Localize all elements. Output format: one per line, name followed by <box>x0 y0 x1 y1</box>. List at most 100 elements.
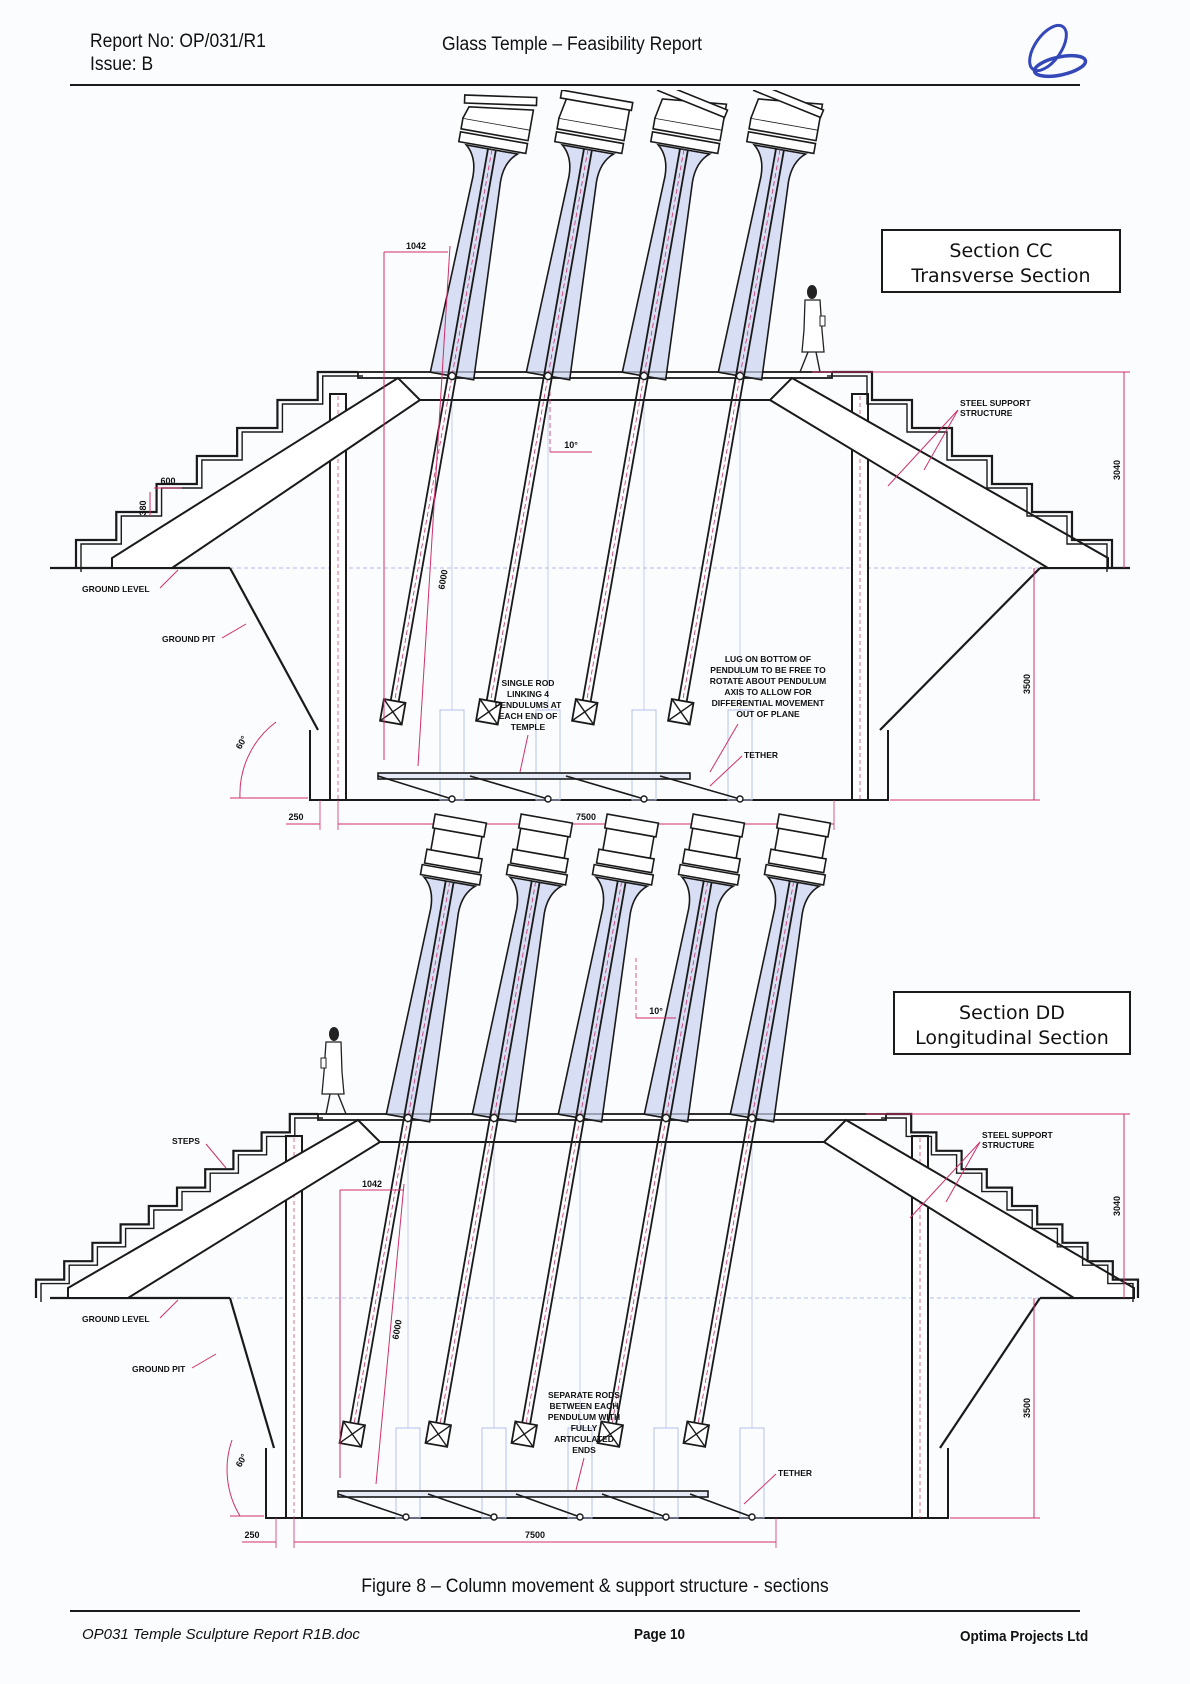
steel-support-label: STRUCTURE <box>982 1140 1035 1150</box>
pendulum-column <box>682 813 832 1448</box>
pendulum-column <box>379 94 538 726</box>
pit-wall-left <box>228 1297 276 1449</box>
pivot-pin <box>575 1113 585 1123</box>
weight-cross <box>339 1424 366 1444</box>
weight-cross <box>667 702 694 722</box>
pendulum-column <box>475 90 634 726</box>
section-title: Section DD <box>959 1002 1065 1024</box>
capital-band <box>745 130 817 155</box>
pivot-pin <box>747 1113 757 1123</box>
steps-label: STEPS <box>172 1136 200 1146</box>
leader-line <box>159 1299 179 1319</box>
capital-band <box>553 130 625 155</box>
lug-note: LUG ON BOTTOM OF <box>725 654 811 664</box>
neutral-position-outline <box>739 1427 765 1519</box>
pendulum-length-dimension: 6000 <box>436 569 449 590</box>
tether <box>427 1493 495 1518</box>
pit-wall-right <box>879 567 1041 731</box>
person-body <box>801 299 825 353</box>
leader-line <box>923 409 959 471</box>
pendulum-length-dimension: 6000 <box>390 1319 403 1340</box>
angle-arc <box>239 721 277 799</box>
pendulum-column <box>424 813 574 1448</box>
stairs-outline <box>74 370 358 568</box>
pivot-pin <box>489 1113 499 1123</box>
tether <box>337 1493 407 1518</box>
neutral-position-outline <box>395 1427 421 1519</box>
lug-note: DIFFERENTIAL MOVEMENT <box>712 698 826 708</box>
glass-column-shaft <box>717 143 808 381</box>
offset-dimension: 1042 <box>406 241 426 251</box>
rod-note: PENDULUMS AT <box>495 700 562 710</box>
pit-wall-right <box>939 1297 1041 1449</box>
pendulum-rod <box>349 880 447 1423</box>
capital-band <box>649 130 721 155</box>
pendulum-column <box>571 90 729 726</box>
offset-dimension: 1042 <box>362 1179 382 1189</box>
rod-note: EACH END OF <box>499 711 558 721</box>
pendulum-rod <box>581 148 681 701</box>
rod-centerline <box>439 881 537 1424</box>
rod-note: BETWEEN EACH <box>550 1401 619 1411</box>
person-scale-figure <box>320 1027 347 1115</box>
tether-anchor <box>576 1513 584 1521</box>
pendulum-rod <box>589 150 689 702</box>
diagonal-support-beam-right <box>822 1118 1135 1299</box>
tether <box>601 1493 667 1518</box>
linking-rod <box>377 772 691 780</box>
glass-column-shaft <box>729 875 822 1123</box>
pendulum-rod <box>693 880 791 1423</box>
neutral-position-outline <box>481 1427 507 1519</box>
pivot-pin <box>639 371 649 381</box>
person-leg <box>325 1093 331 1115</box>
diagonal-support-beam-left <box>67 1118 382 1299</box>
pivot-pin <box>661 1113 671 1123</box>
person-bag <box>320 1057 327 1069</box>
person-head <box>329 1027 339 1041</box>
pit-depth-dimension: 3500 <box>1022 674 1032 694</box>
neutral-position-outline <box>439 709 465 801</box>
stairs-outline <box>886 1112 1140 1298</box>
rod-centerline <box>353 881 451 1424</box>
leader-line <box>945 1141 981 1203</box>
person-body <box>321 1041 345 1095</box>
stairs-inner <box>40 1117 323 1302</box>
tether-anchor <box>402 1513 410 1521</box>
pendulum-rod <box>443 882 541 1425</box>
rod-centerline <box>525 881 623 1424</box>
pit-floor <box>309 730 889 801</box>
neutral-position-outline <box>653 1427 679 1519</box>
capital-band <box>689 813 746 838</box>
tether <box>377 775 453 800</box>
report-number: Report No: OP/031/R1 <box>90 31 266 52</box>
rod-note: SINGLE ROD <box>502 678 555 688</box>
step-height-dimension: 380 <box>138 500 148 515</box>
pendulum-rod <box>701 882 799 1425</box>
glass-column-shaft <box>471 875 564 1123</box>
document-title: Glass Temple – Feasibility Report <box>442 34 703 55</box>
tether-anchor <box>748 1513 756 1521</box>
height-above-ground-dimension: 3040 <box>1112 1196 1122 1216</box>
tether <box>515 1493 581 1518</box>
person-leg <box>799 351 809 373</box>
rod-note: ENDS <box>572 1445 596 1455</box>
stairs-inner <box>881 1117 1134 1302</box>
leader-line <box>519 734 529 773</box>
dimension-line <box>417 245 451 767</box>
rod-note: SEPARATE RODS <box>548 1390 620 1400</box>
rod-centerline <box>490 149 589 702</box>
capital-band <box>677 863 741 886</box>
lug-note: PENDULUM TO BE FREE TO <box>710 665 826 675</box>
tether-anchor <box>448 795 456 803</box>
diagonal-support-beam-left <box>111 376 422 569</box>
angle-arc <box>226 1439 241 1517</box>
leader-line <box>221 623 247 639</box>
weight-cross <box>597 1424 624 1444</box>
footer-rule <box>70 1610 1080 1612</box>
height-above-ground-dimension: 3040 <box>1112 460 1122 480</box>
ground-pit-label: GROUND PIT <box>162 634 216 644</box>
glass-column-shaft <box>525 143 616 381</box>
slope-angle-dimension: 60° <box>234 1452 250 1469</box>
leader-line <box>191 1353 217 1369</box>
